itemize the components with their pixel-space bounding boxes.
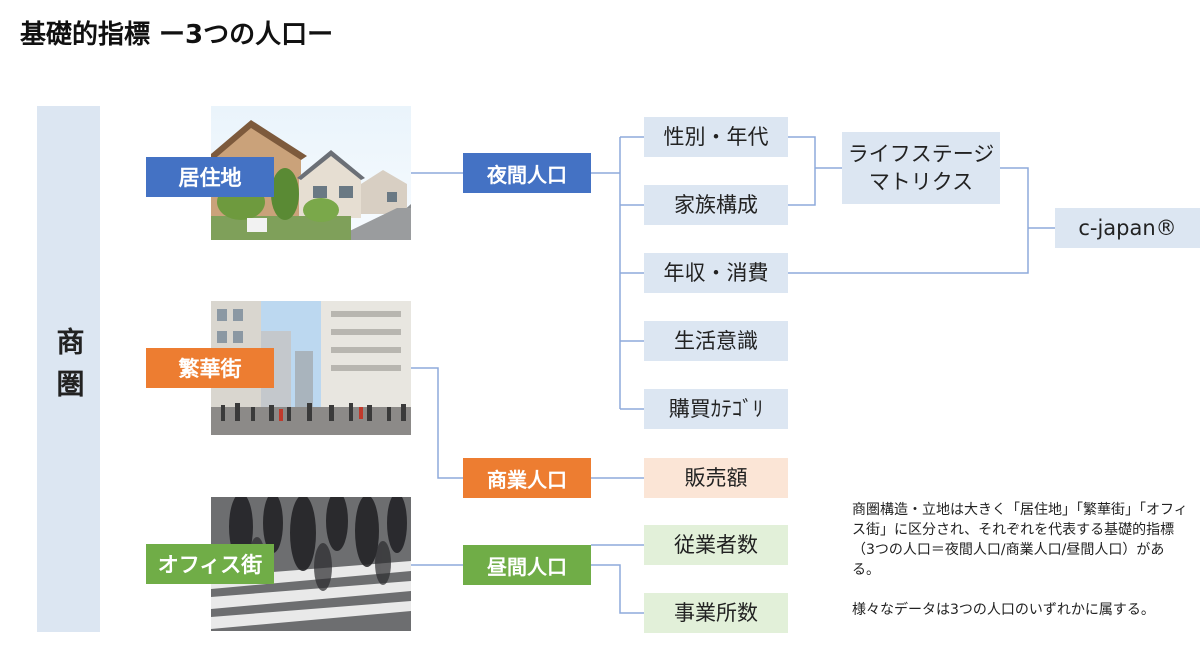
night-population-box: 夜間人口 [463, 153, 591, 193]
attr-awareness: 生活意識 [644, 321, 788, 361]
attr-establishments: 事業所数 [644, 593, 788, 633]
attr-category: 購買ｶﾃｺﾞﾘ [644, 389, 788, 429]
commercial-population-box: 商業人口 [463, 458, 591, 498]
tag-downtown: 繁華街 [146, 348, 274, 388]
tag-office: オフィス街 [146, 544, 274, 584]
description: 商圏構造・立地は大きく「居住地」「繁華街」「オフィス街」に区分され、それぞれを代… [852, 500, 1192, 620]
life-stage-line2: マトリクス [868, 170, 974, 194]
page-title: 基礎的指標 ー3つの人口ー [20, 20, 334, 50]
tag-residential: 居住地 [146, 157, 274, 197]
description-p1: 商圏構造・立地は大きく「居住地」「繁華街」「オフィス街」に区分され、それぞれを代… [852, 502, 1188, 578]
attr-sales: 販売額 [644, 458, 788, 498]
attr-income: 年収・消費 [644, 253, 788, 293]
day-population-box: 昼間人口 [463, 545, 591, 585]
trade-area-bar: 商圏 [37, 106, 100, 632]
description-p2: 様々なデータは3つの人口のいずれかに属する。 [852, 602, 1155, 618]
attr-gender-age: 性別・年代 [644, 117, 788, 157]
trade-area-label: 商圏 [52, 327, 86, 411]
cjapan-box: c-japan® [1055, 208, 1200, 248]
life-stage-matrix-box: ライフステージ マトリクス [842, 132, 1000, 204]
attr-family: 家族構成 [644, 185, 788, 225]
life-stage-line1: ライフステージ [847, 141, 995, 166]
attr-employees: 従業者数 [644, 525, 788, 565]
